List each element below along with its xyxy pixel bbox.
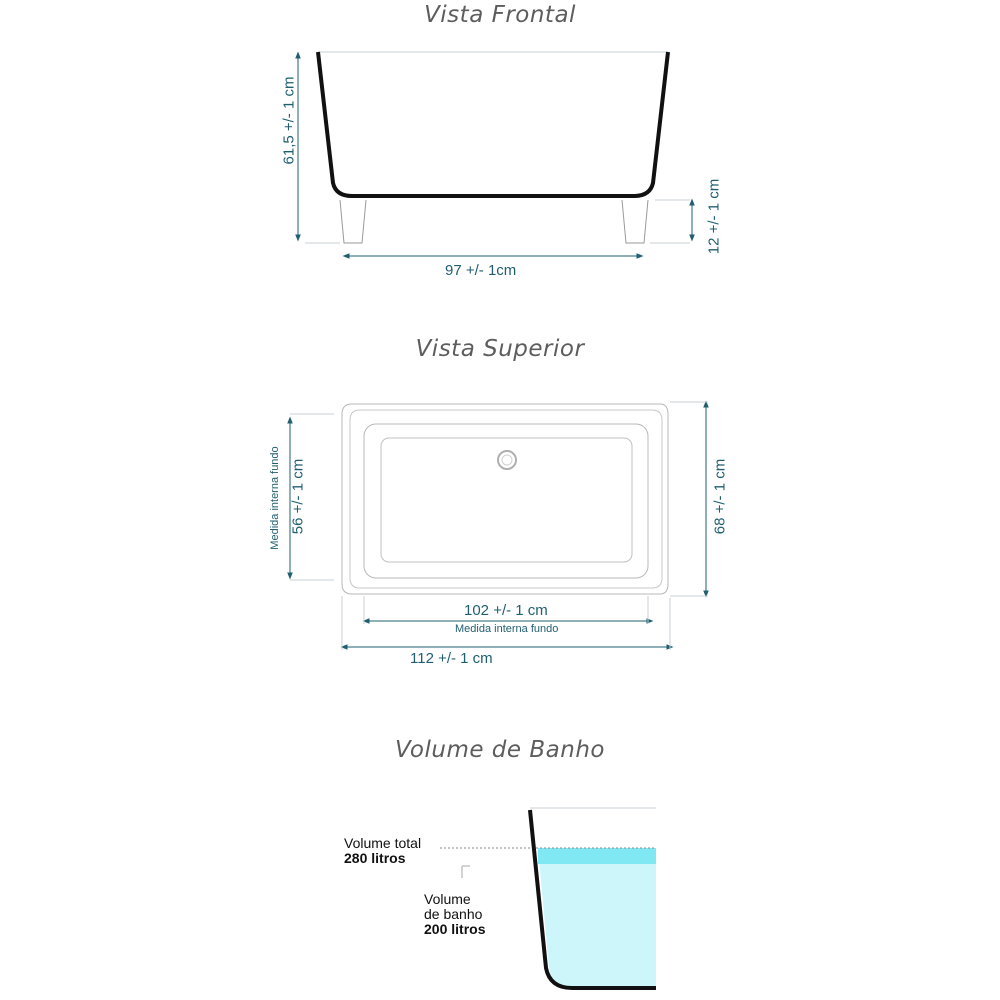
outer-width-label: 112 +/- 1 cm [410,650,493,667]
total-volume-caption: Volume total [344,835,422,851]
inner-width-label: 102 +/- 1 cm [464,602,548,619]
front-height-dimension [295,51,340,244]
inner-height-label: 56 +/- 1 cm [289,458,307,535]
water-fill [538,848,656,988]
bath-volume-caption-2: de banho [424,906,483,922]
inner-width-note: Medida interna fundo [455,623,559,635]
total-volume-label: Volume total 280 litros [344,836,421,866]
front-view-tub [316,51,670,244]
top-view-tub [341,403,669,595]
water-surface [538,848,656,864]
inner-height-note: Medida interna fundo [269,446,281,550]
front-height-label: 61,5 +/- 1 cm [280,76,298,165]
front-width-label: 97 +/- 1cm [445,262,517,279]
bath-volume-label: Volume de banho 200 litros [424,892,485,937]
top-outer-height-dimension [670,400,709,598]
top-outer-width-dimension [340,596,674,650]
outer-height-label: 68 +/- 1 cm [711,458,729,535]
bath-volume-caption-1: Volume [424,891,471,907]
front-view-title: Vista Frontal [424,2,576,28]
bath-volume-value: 200 litros [424,921,486,937]
total-volume-value: 280 litros [344,850,406,866]
top-inner-height-dimension [287,413,334,581]
top-view-title: Vista Superior [415,336,585,362]
volume-title: Volume de Banho [395,737,605,763]
feet-height-label: 12 +/- 1 cm [705,178,723,255]
top-inner-width-dimension [362,596,654,624]
volume-tub-section [440,807,656,990]
drain-icon [497,450,517,470]
feet-height-dimension [650,198,695,244]
